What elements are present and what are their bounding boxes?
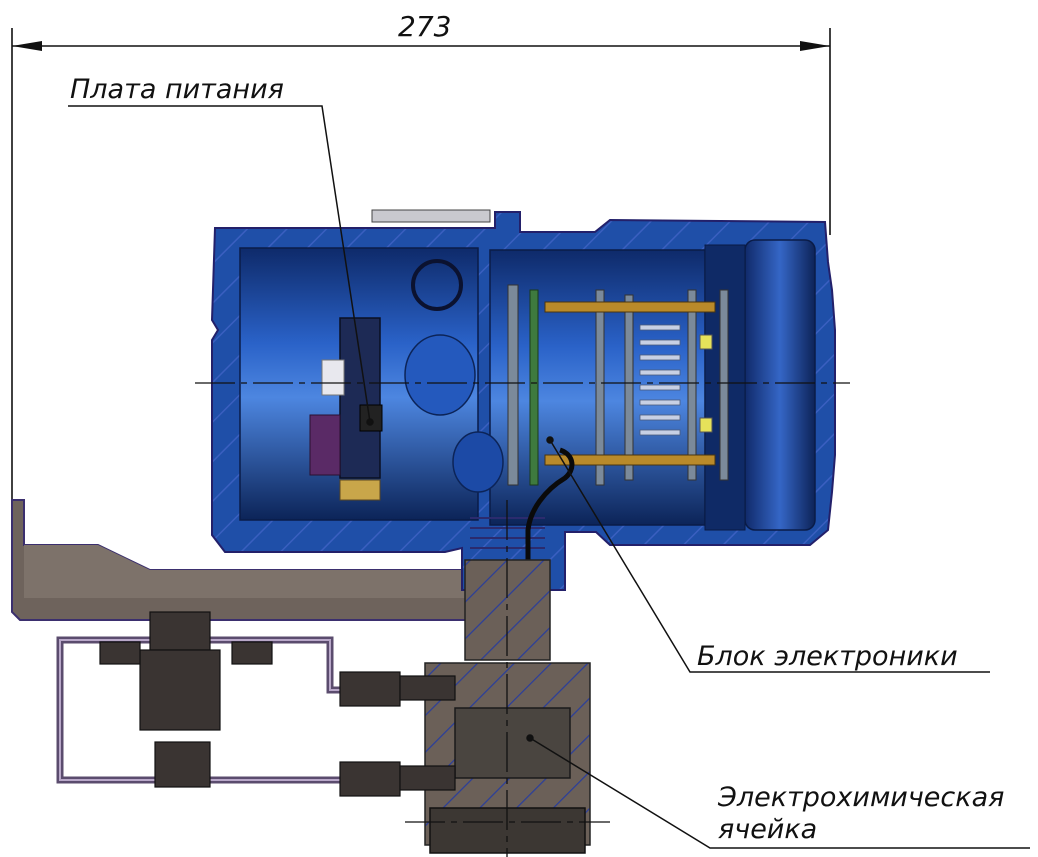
label-electronics-block: Блок электроники <box>697 641 958 672</box>
label-power-board: Плата питания <box>70 74 284 105</box>
mounting-bracket <box>11 499 471 621</box>
leader-lines <box>68 105 1030 849</box>
dimension-273: 273 <box>11 10 831 500</box>
power-board <box>309 317 383 501</box>
label-cell-line2: ячейка <box>718 814 817 845</box>
explosion-proof-housing <box>210 209 836 591</box>
electronics-block <box>507 284 729 560</box>
label-cell-line1: Электрохимическая <box>717 782 1004 813</box>
fittings <box>99 611 456 797</box>
center-lines <box>195 382 850 857</box>
dimension-text: 273 <box>398 10 451 43</box>
